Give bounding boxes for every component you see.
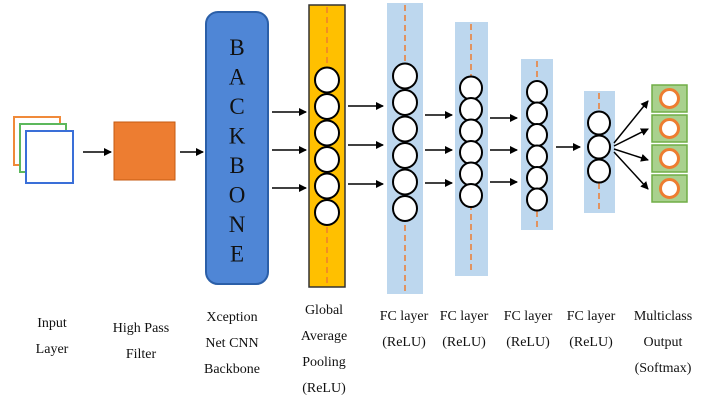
caption-xception-line-1: Xception [206, 310, 258, 325]
output-layer-block [651, 84, 688, 203]
arrow-fc4-to-output-1 [613, 100, 649, 144]
neuron-node [526, 80, 548, 104]
neuron-node [587, 110, 611, 136]
backbone-letter: B [229, 35, 244, 60]
caption-fc3-line-1: FC layer [503, 309, 553, 324]
caption-fc2-line-2: (ReLU) [442, 335, 486, 350]
caption-highpass-line-1: High Pass [112, 321, 170, 336]
output-node [659, 88, 680, 109]
caption-input-line-1: Input [37, 316, 67, 331]
caption-gap-line-4: (ReLU) [302, 381, 346, 396]
neuron-node [459, 140, 483, 165]
neuron-node [526, 123, 548, 147]
backbone-letter: K [229, 124, 246, 149]
caption-xception-backbone: Xception Net CNN Backbone [188, 305, 276, 383]
neuron-node [587, 158, 611, 184]
neuron-node [314, 199, 340, 226]
caption-output-line-2: Output [643, 335, 683, 350]
fc3-nodes [526, 80, 548, 212]
backbone-letter: B [229, 153, 244, 178]
backbone-letter: C [229, 94, 244, 119]
caption-gap-line-3: Pooling [302, 355, 346, 370]
neuron-node [459, 161, 483, 187]
neuron-node [314, 93, 340, 120]
backbone-letter: O [229, 183, 246, 208]
fc1-nodes [392, 62, 418, 222]
arrow-fc4-to-output-3 [613, 148, 649, 162]
fc2-nodes [459, 75, 483, 208]
arrow-fc4-to-output-4 [613, 151, 649, 190]
caption-fc2-line-1: FC layer [439, 309, 489, 324]
neuron-node [459, 75, 483, 101]
caption-fc4-line-1: FC layer [566, 309, 616, 324]
caption-fc3-line-2: (ReLU) [506, 335, 550, 350]
caption-fc-layer-2: FC layer (ReLU) [432, 304, 496, 356]
output-node [659, 118, 680, 139]
arrow-fc4-to-output-2 [613, 128, 649, 147]
neuron-node [526, 144, 548, 169]
backbone-block [205, 11, 269, 285]
backbone-letter: N [229, 212, 246, 237]
caption-high-pass-filter: High Pass Filter [99, 316, 183, 368]
caption-xception-line-3: Backbone [204, 362, 260, 377]
neuron-node [587, 134, 611, 160]
input-frame-blue [25, 130, 74, 184]
high-pass-filter-block [113, 121, 176, 181]
neuron-node [392, 142, 418, 169]
backbone-letter: E [230, 242, 244, 267]
neuron-node [459, 97, 483, 122]
neuron-node [392, 168, 418, 196]
caption-global-average-pooling: Global Average Pooling (ReLU) [283, 298, 365, 402]
neuron-node [459, 183, 483, 208]
input-layer-icon [13, 116, 74, 184]
caption-fc-layer-3: FC layer (ReLU) [496, 304, 560, 356]
neuron-node [392, 195, 418, 222]
neuron-node [392, 89, 418, 116]
neuron-node [314, 119, 340, 147]
neuron-node [392, 115, 418, 143]
caption-multiclass-output: Multiclass Output (Softmax) [617, 304, 709, 382]
neuron-node [314, 66, 340, 94]
output-node [659, 148, 680, 169]
caption-fc4-line-2: (ReLU) [569, 335, 613, 350]
caption-gap-line-2: Average [300, 329, 348, 344]
caption-fc-layer-4: FC layer (ReLU) [559, 304, 623, 356]
backbone-letter: A [229, 65, 246, 90]
output-node [659, 178, 680, 199]
caption-gap-line-1: Global [304, 303, 344, 318]
caption-input-layer: Input Layer [20, 311, 84, 363]
caption-input-line-2: Layer [35, 342, 69, 357]
neuron-node [526, 187, 548, 212]
neuron-node [526, 101, 548, 126]
caption-output-line-3: (Softmax) [634, 361, 692, 376]
neuron-node [314, 146, 340, 173]
neuron-node [392, 62, 418, 90]
caption-xception-line-2: Net CNN [205, 336, 259, 351]
gap-nodes [314, 66, 340, 226]
caption-fc1-line-2: (ReLU) [382, 335, 426, 350]
caption-highpass-line-2: Filter [125, 347, 157, 362]
caption-output-line-1: Multiclass [633, 309, 693, 324]
neuron-node [526, 166, 548, 190]
caption-fc-layer-1: FC layer (ReLU) [370, 304, 438, 356]
fc4-nodes [587, 110, 611, 184]
neuron-node [314, 172, 340, 200]
neuron-node [459, 118, 483, 144]
caption-fc1-line-1: FC layer [379, 309, 429, 324]
